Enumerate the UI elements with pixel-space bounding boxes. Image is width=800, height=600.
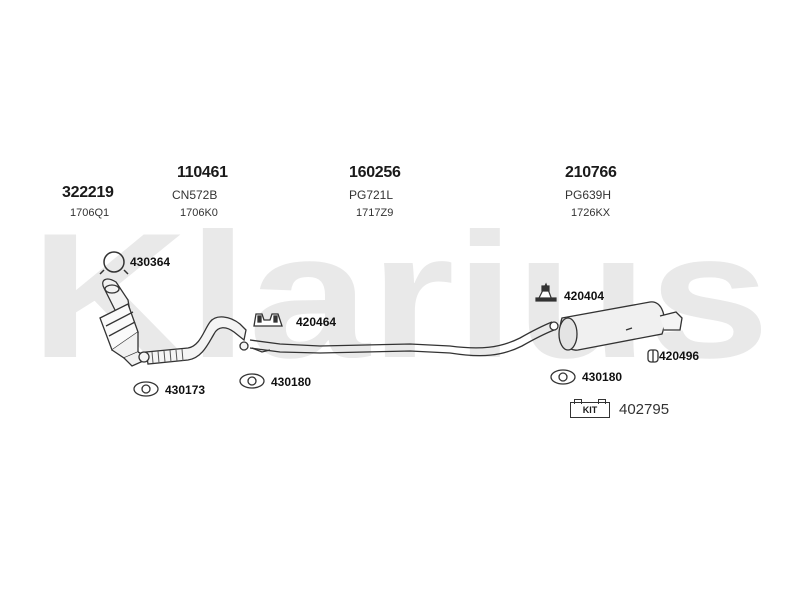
front-pipe	[138, 316, 271, 365]
watermark: Klarius	[30, 196, 770, 395]
flange-gasket-icon	[239, 373, 265, 389]
component-ref: 1726KX	[571, 207, 611, 219]
flange-gasket-icon	[550, 369, 576, 385]
kit-label: KIT	[582, 405, 598, 415]
component-code: PG721L	[349, 188, 394, 202]
component-part-no: 322219	[62, 184, 114, 201]
component-ref: 1717Z9	[356, 207, 394, 219]
middle-pipe	[249, 321, 559, 357]
component-part-no: 110461	[177, 164, 228, 181]
accessory-part-no: 430180	[582, 370, 623, 384]
clamp-ring-icon	[99, 251, 129, 275]
rear-silencer	[558, 301, 683, 351]
kit-icon: KIT	[570, 399, 610, 418]
component-ref: 1706Q1	[70, 207, 110, 219]
accessory-part-no: 430173	[165, 383, 206, 397]
accessory-part-no: 420464	[296, 315, 337, 329]
mounting-rubber-icon	[647, 349, 659, 363]
accessory-part-no: 420496	[659, 349, 700, 363]
component-part-no: 210766	[565, 164, 617, 181]
accessory-part-no: 420404	[564, 289, 605, 303]
accessory-part-no: 430180	[271, 375, 312, 389]
accessory-part-no: 430364	[130, 255, 171, 269]
component-ref: 1706K0	[180, 207, 218, 219]
flange-gasket-icon	[133, 381, 159, 397]
hanger-icon	[535, 282, 557, 302]
rubber-mount-icon	[253, 313, 283, 327]
kit-part-no: 402795	[619, 401, 670, 418]
component-code: CN572B	[172, 188, 218, 202]
component-part-no: 160256	[349, 164, 401, 181]
component-code: PG639H	[565, 188, 612, 202]
